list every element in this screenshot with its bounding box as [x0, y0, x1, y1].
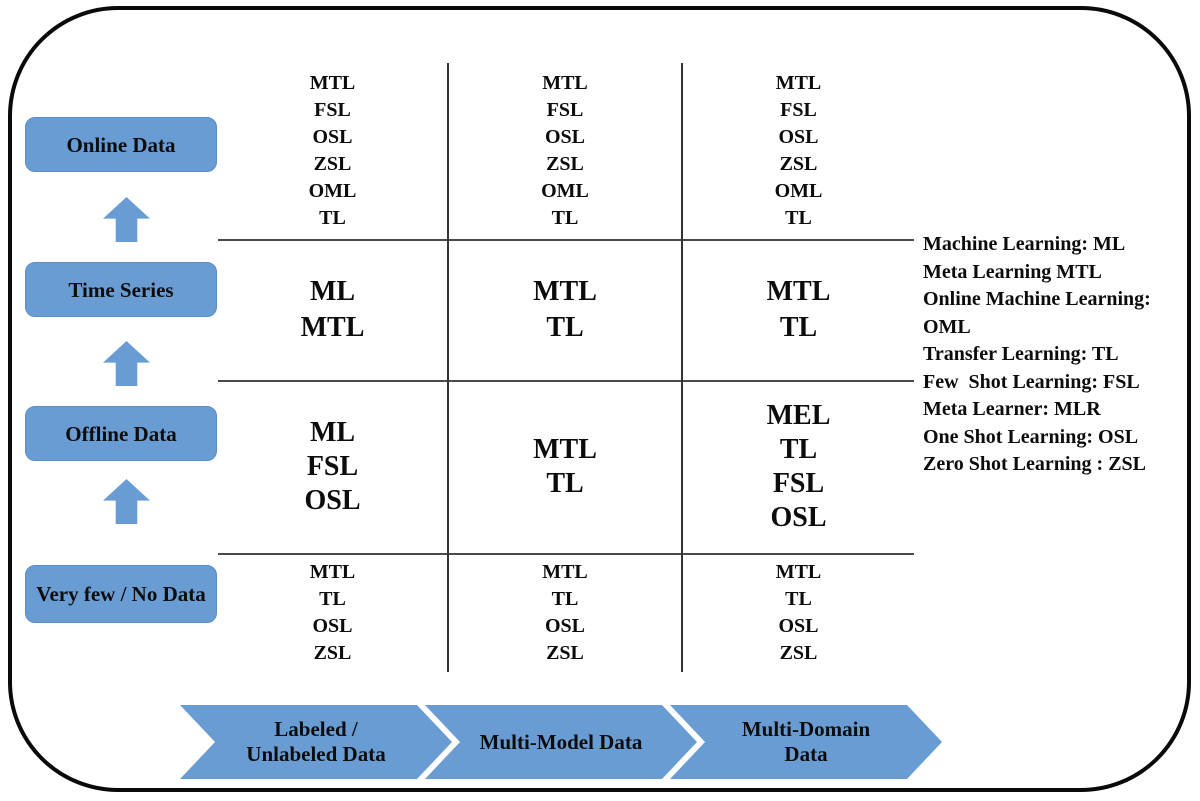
matrix-cell-r2-c1: ML MTL — [300, 275, 365, 343]
grid-vline-2 — [681, 63, 683, 672]
y-axis-box-offline-data: Offline Data — [25, 406, 217, 461]
matrix-cell-r3-c2: MTL TL — [533, 433, 597, 499]
matrix-cell-r1-c3: MTL FSL OSL ZSL OML TL — [774, 72, 823, 229]
matrix-cell-r4-c1: MTL TL OSL ZSL — [309, 560, 356, 664]
y-axis-box-very-few-no-data: Very few / No Data — [25, 565, 217, 623]
grid-vline-1 — [447, 63, 449, 672]
matrix-cell-r1-c2: MTL FSL OSL ZSL OML TL — [541, 72, 589, 229]
grid-hline-2 — [218, 380, 914, 382]
matrix-cell-r2-c2: MTL TL — [533, 275, 597, 343]
matrix-cell-r3-c1: ML FSL OSL — [304, 416, 361, 516]
x-axis-chevron-labeled-unlabeled-data: Labeled / Unlabeled Data — [180, 705, 452, 779]
figure-frame — [8, 6, 1191, 792]
matrix-cell-r3-c3: MEL TL FSL OSL — [766, 399, 831, 533]
matrix-cell-r2-c3: MTL TL — [766, 275, 831, 343]
x-axis-chevron-multi-domain-data: Multi-Domain Data — [670, 705, 942, 779]
grid-hline-3 — [218, 553, 914, 555]
matrix-cell-r4-c3: MTL TL OSL ZSL — [775, 560, 822, 664]
acronym-legend: Machine Learning: ML Meta Learning MTL O… — [923, 233, 1151, 475]
x-axis-chevron-multi-model-data: Multi-Model Data — [425, 705, 697, 779]
y-axis-box-time-series: Time Series — [25, 262, 217, 317]
matrix-cell-r4-c2: MTL TL OSL ZSL — [542, 560, 588, 664]
grid-hline-1 — [218, 239, 914, 241]
y-axis-box-online-data: Online Data — [25, 117, 217, 172]
matrix-cell-r1-c1: MTL FSL OSL ZSL OML TL — [308, 72, 357, 229]
